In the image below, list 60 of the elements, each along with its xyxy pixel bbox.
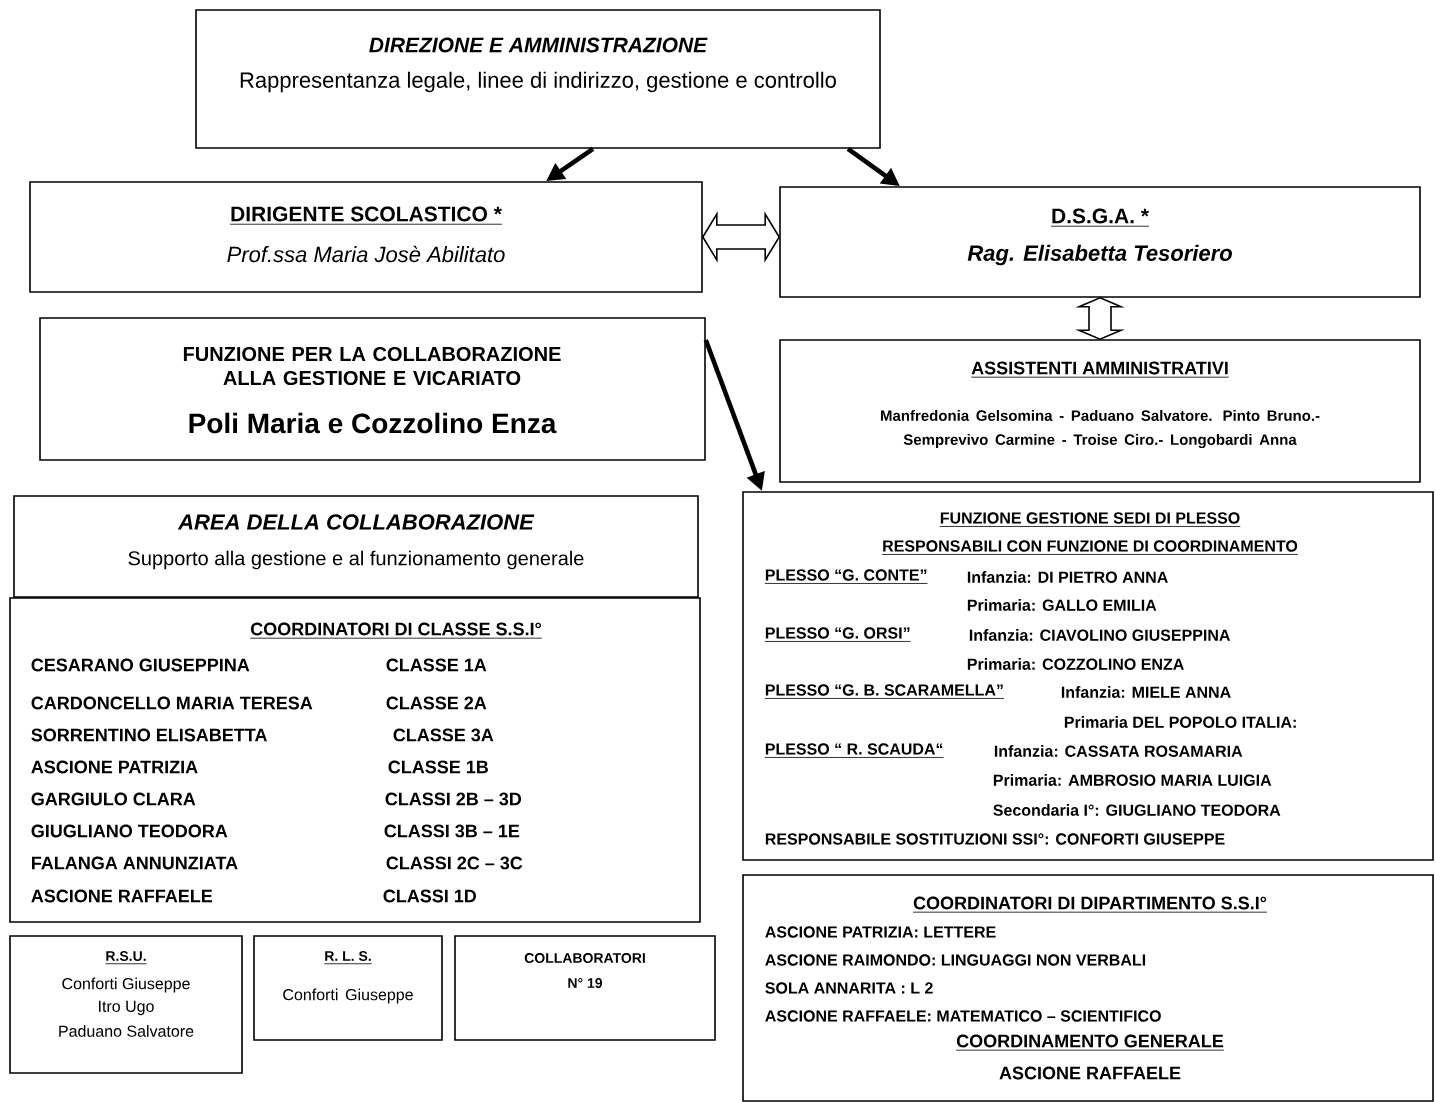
label-text: Conforti Giuseppe	[283, 988, 413, 1004]
heading-text: PLESSO “G. ORSI”	[764, 627, 911, 642]
label-text: GIUGLIANO TEODORA	[31, 824, 228, 838]
label-text: CESARANO GIUSEPPINA	[31, 658, 250, 672]
label-text: Primaria: GALLO EMILIA	[967, 599, 1157, 611]
label-text: Infanzia: CASSATA ROSAMARIA	[994, 745, 1243, 757]
label-text: Itro Ugo	[99, 1000, 154, 1016]
heading-text: PLESSO “G. B. SCARAMELLA”	[764, 684, 1005, 699]
label-text: Rag. Elisabetta Tesoriero	[967, 244, 1232, 266]
heading-text: COORDINATORI DI DIPARTIMENTO S.S.I°	[912, 896, 1268, 913]
heading-text: DIRIGENTE SCOLASTICO *	[229, 206, 503, 225]
label-text: FALANGA ANNUNZIATA	[32, 856, 238, 870]
label-text: Manfredonia Gelsomina - Paduano Salvatore. Pinto Bruno.- Semprevivo Carmine - Troise Ciro.- Longobardi Anna	[881, 410, 1320, 448]
heading-text: PLESSO “G. CONTE”	[764, 569, 928, 584]
label-text: ASCIONE PATRIZIA: LETTERE	[765, 926, 996, 938]
title-text: DIREZIONE E AMMINISTRAZIONE	[369, 37, 708, 53]
heading-text: COORDINAMENTO GENERALE	[955, 1034, 1225, 1051]
heading-text: R.S.U.	[105, 951, 147, 965]
label-text: GARGIULO CLARA	[31, 792, 196, 806]
heading-text: RESPONSABILI CON FUNZIONE DI COORDINAMENTO	[881, 540, 1299, 555]
label-text: ASCIONE RAFFAELE: MATEMATICO – SCIENTIFICO	[765, 1010, 1161, 1022]
label-text: ASCIONE RAFFAELE	[999, 1066, 1181, 1080]
label-text: Primaria DEL POPOLO ITALIA:	[1064, 716, 1296, 728]
title-text: COLLABORATORI	[524, 953, 645, 963]
label-text: Supporto alla gestione e al funzionamento generale	[128, 550, 584, 570]
label-text: CLASSE 2A	[386, 696, 487, 710]
label-text: SOLA ANNARITA : L 2	[765, 982, 933, 994]
label-text: CLASSI 3B – 1E	[384, 824, 520, 838]
label-text: CLASSE 1B	[388, 760, 488, 774]
label-text: CARDONCELLO MARIA TERESA	[31, 696, 313, 710]
label-text: CLASSI 2B – 3D	[385, 792, 522, 806]
label-text: RESPONSABILE SOSTITUZIONI SSI°: CONFORTI GIUSEPPE	[765, 833, 1225, 845]
label-text: ASCIONE PATRIZIA	[31, 760, 198, 774]
heading-text: COORDINATORI DI CLASSE S.S.I°	[249, 622, 543, 639]
label-text: ASCIONE RAFFAELE	[31, 889, 213, 903]
heading-text: FUNZIONE GESTIONE SEDI DI PLESSO	[939, 512, 1241, 527]
label-text: ASCIONE RAIMONDO: LINGUAGGI NON VERBALI	[765, 954, 1146, 966]
label-text: N° 19	[568, 978, 603, 988]
label-text: Secondaria I°: GIUGLIANO TEODORA	[993, 804, 1281, 816]
label-text: Prof.ssa Maria Josè Abilitato	[227, 245, 505, 263]
label-text: Infanzia: CIAVOLINO GIUSEPPINA	[969, 629, 1231, 641]
label-text: SORRENTINO ELISABETTA	[31, 728, 267, 742]
label-text: Paduano Salvatore	[59, 1025, 194, 1037]
title-text: AREA DELLA COLLABORAZIONE	[177, 514, 535, 530]
label-text: CLASSI 1D	[383, 889, 477, 903]
label-text: Rappresentanza legale, linee di indirizzo, gestione e controllo	[240, 71, 836, 93]
label-text: Conforti Giuseppe	[62, 977, 190, 993]
title-text: FUNZIONE PER LA COLLABORAZIONE ALLA GESTIONE E VICARIATO	[183, 346, 561, 386]
label-text: Primaria: COZZOLINO ENZA	[967, 658, 1184, 670]
heading-text: R. L. S.	[323, 951, 373, 965]
label-text: Infanzia: DI PIETRO ANNA	[967, 571, 1168, 583]
label-text: Poli Maria e Cozzolino Enza	[189, 412, 557, 434]
heading-text: ASSISTENTI AMMINISTRATIVI	[970, 361, 1230, 378]
heading-text: D.S.G.A. *	[1050, 208, 1150, 227]
label-text: Infanzia: MIELE ANNA	[1061, 686, 1231, 698]
heading-text: PLESSO “ R. SCAUDA“	[764, 743, 944, 758]
label-text: Primaria: AMBROSIO MARIA LUIGIA	[993, 774, 1272, 786]
label-text: CLASSE 3A	[393, 728, 494, 742]
label-text: CLASSI 2C – 3C	[386, 856, 523, 870]
label-text: CLASSE 1A	[386, 658, 487, 672]
